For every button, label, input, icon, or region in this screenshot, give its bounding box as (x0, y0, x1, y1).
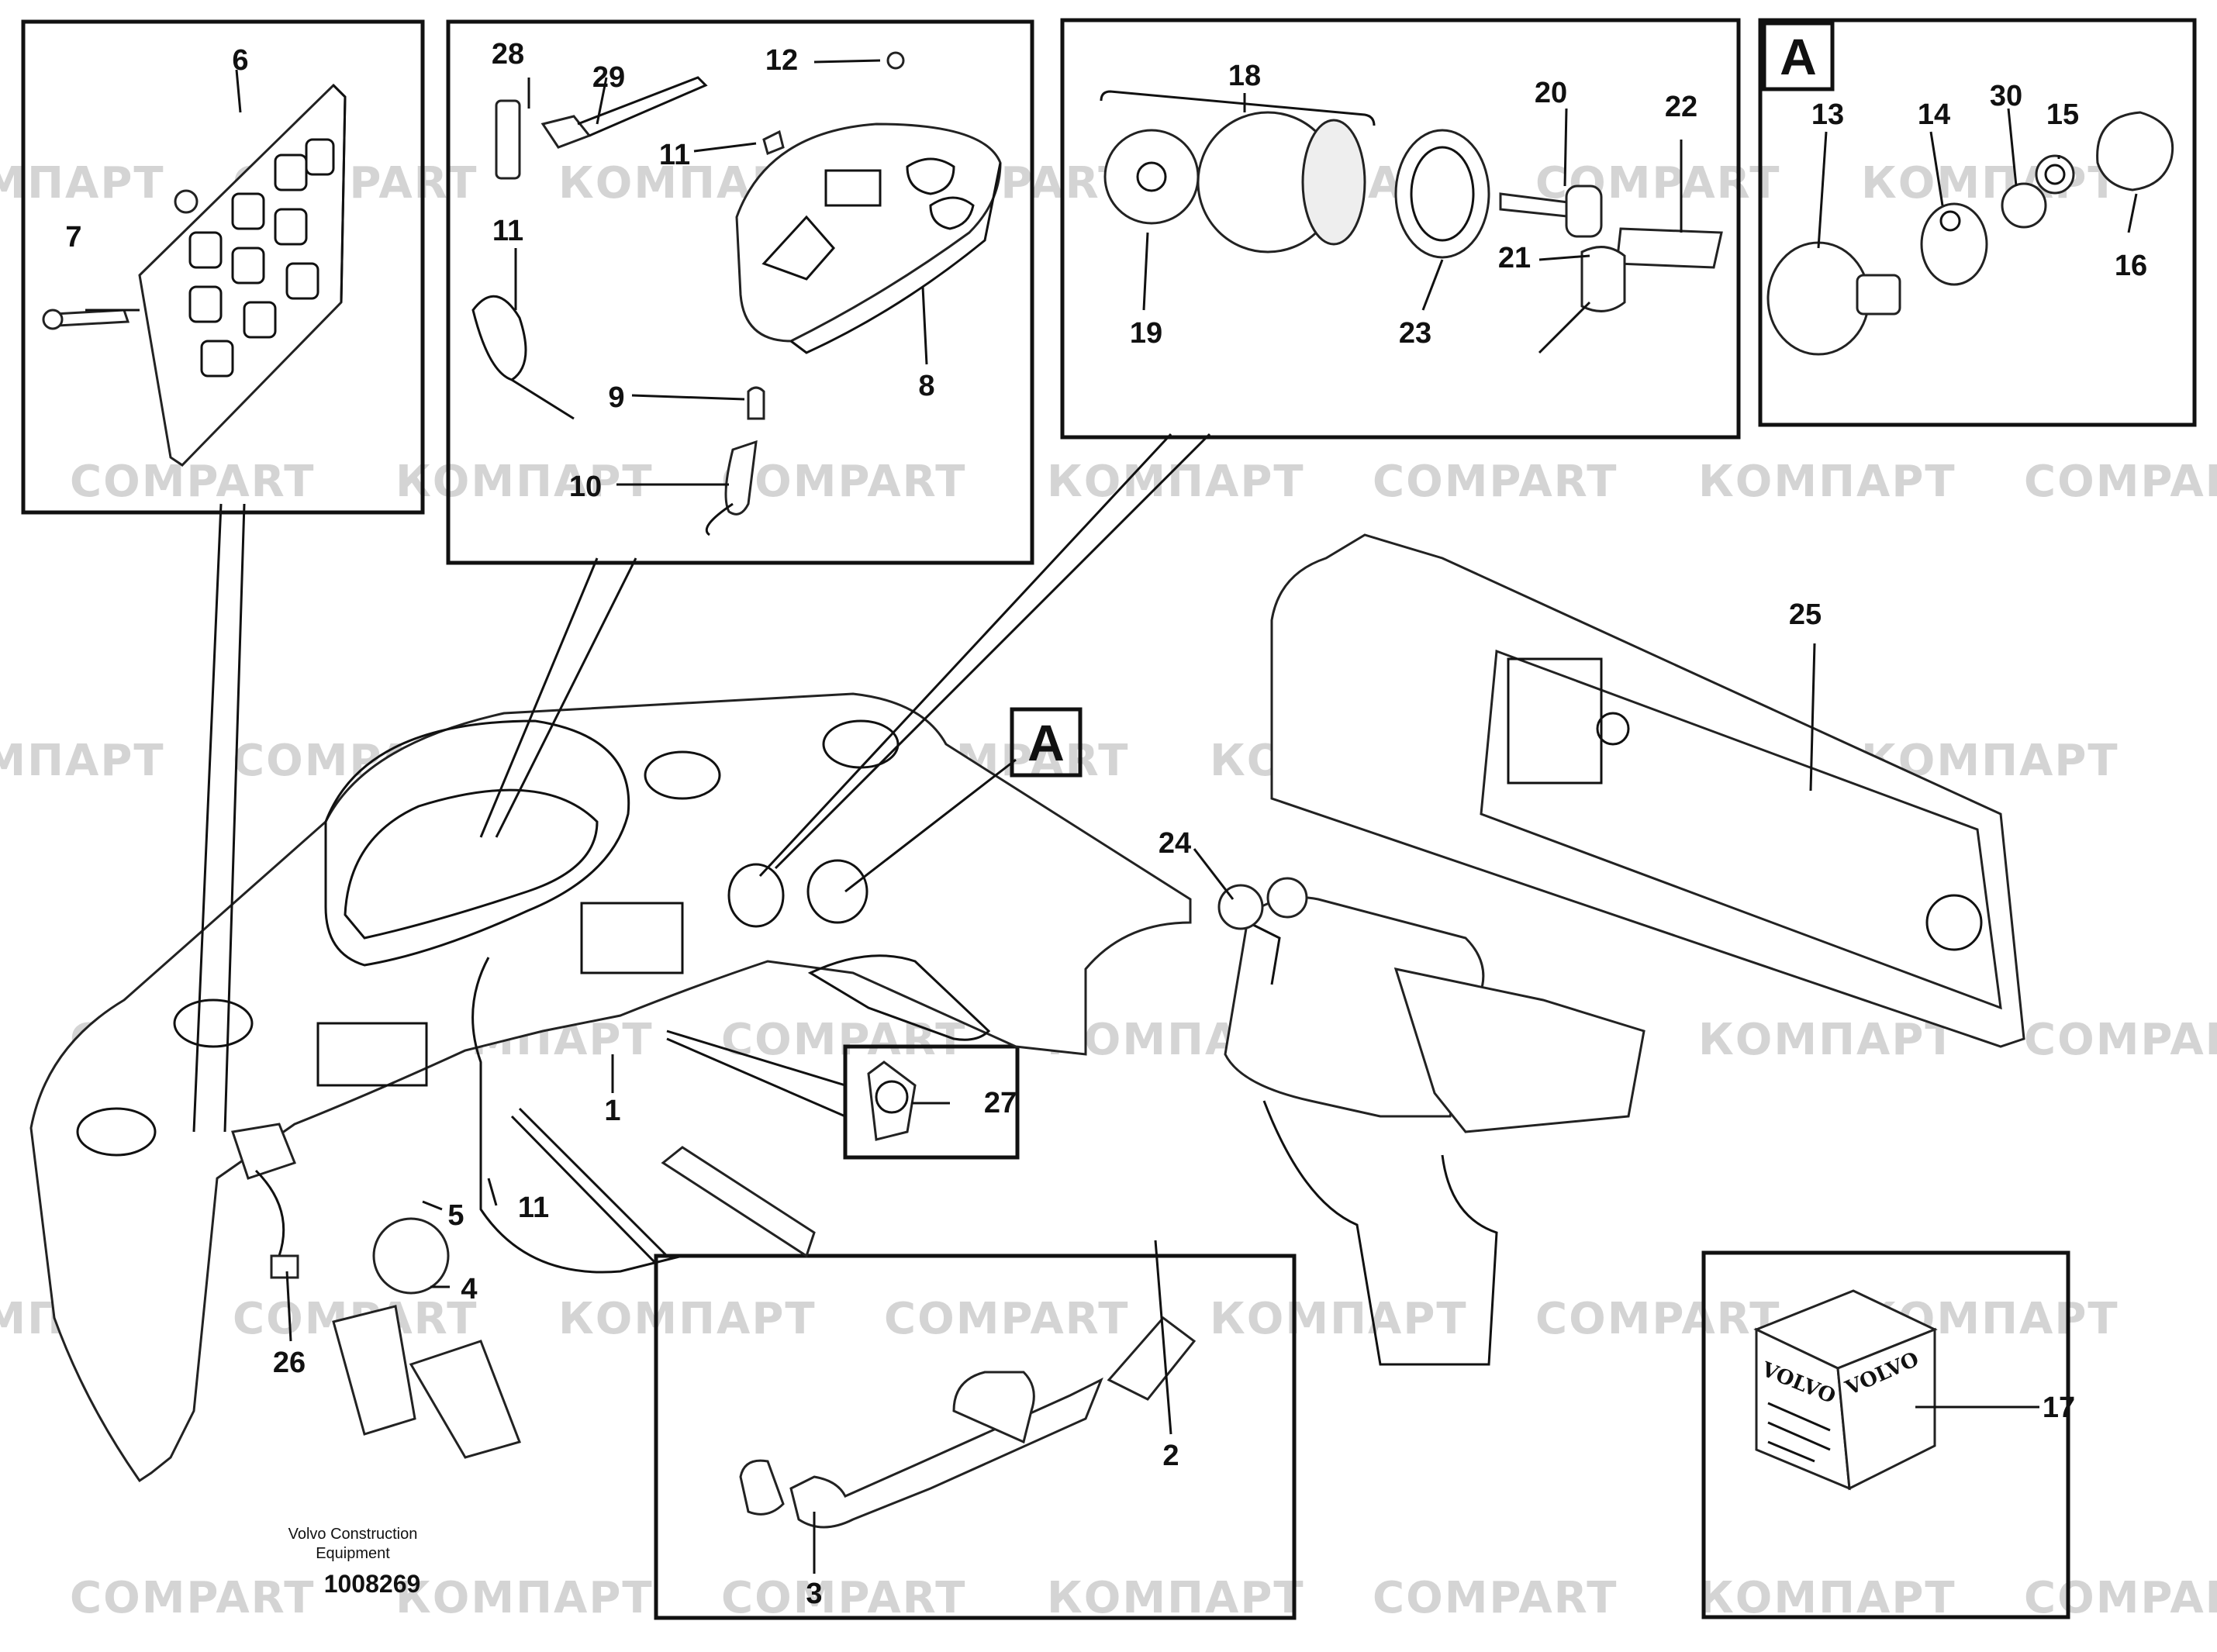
watermark-text: КОМПАРТ (1698, 1573, 1956, 1623)
callout-4: 4 (461, 1273, 477, 1305)
callout-13: 12 (765, 44, 798, 77)
callout-25: 24 (1159, 827, 1191, 860)
callout-17: 16 (2115, 250, 2147, 282)
ignition-illustration (1100, 90, 1723, 354)
callout-19: 18 (1228, 60, 1261, 92)
watermark-text: COMPART (1373, 1573, 1618, 1623)
watermark-text: COMPART (70, 1573, 315, 1623)
watermark-text: КОМПАРТ (395, 1573, 654, 1623)
callout-29: 28 (492, 38, 524, 71)
callout-11-top: 11 (492, 215, 523, 247)
multifunction-switch-illustration (739, 1316, 1197, 1529)
watermark-text: КОМПАРТ (1861, 158, 2119, 209)
callout-18: 17 (2043, 1392, 2075, 1424)
box-a-letter: A (1780, 28, 1817, 85)
watermark-text: COMPART (2024, 457, 2217, 507)
callout-1: 1 (604, 1095, 620, 1127)
callout-7: 7 (65, 221, 81, 253)
watermark-text: КОМПАРТ (0, 736, 165, 786)
callout-22: 21 (1498, 242, 1531, 274)
main-a-letter-frame (1010, 707, 1083, 778)
callout-26: 25 (1789, 598, 1822, 631)
callout-2: 2 (1162, 1440, 1179, 1472)
watermark-text: КОМПАРТ (395, 457, 654, 507)
callout-23: 22 (1665, 91, 1697, 123)
watermark-text: COMPART (721, 1573, 966, 1623)
watermark-text: КОМПАРТ (1210, 1294, 1468, 1344)
watermark-text: КОМПАРТ (1047, 1573, 1305, 1623)
callout-labels: 6 7 28 29 12 11 11 8 9 10 18 19 20 21 22… (65, 38, 2147, 1610)
callout-12: 11 (659, 139, 690, 171)
detail-box-package (1701, 1250, 2070, 1619)
leader-lines (85, 59, 2138, 1574)
footer-caption-line2: Equipment (316, 1545, 390, 1562)
instrument-cluster-illustration (471, 51, 1002, 536)
detail-box-switch-panel (21, 19, 425, 515)
watermark-text: COMPART (884, 1294, 1129, 1344)
callout-11-bottom: 11 (518, 1192, 549, 1224)
dashboard-illustration (29, 692, 1192, 1483)
detail-box-multifunction-switch (654, 1254, 1297, 1620)
watermark-text: КОМПАРТ (1698, 457, 1956, 507)
callout-14: 13 (1811, 98, 1844, 131)
watermark-text: COMPART (721, 1015, 966, 1065)
footer-caption-line1: Volvo Construction (288, 1526, 418, 1543)
rotary-switch-illustration (1766, 111, 2174, 356)
watermark-text: COMPART (2024, 1015, 2217, 1065)
watermark-text: КОМПАРТ (558, 1294, 817, 1344)
watermark-text: COMPART (1535, 1294, 1780, 1344)
callout-27: 26 (273, 1347, 306, 1379)
callout-21: 20 (1535, 77, 1567, 109)
callout-3: 3 (806, 1578, 822, 1610)
package-illustration: VOLVO VOLVO (1753, 1289, 1938, 1491)
callout-6: 6 (232, 44, 248, 77)
callout-24: 23 (1399, 317, 1431, 350)
watermark-text: КОМПАРТ (1698, 1015, 1956, 1065)
callout-8: 8 (918, 370, 934, 402)
callout-28: 27 (984, 1087, 1017, 1119)
detail-box-ignition (1060, 18, 1741, 440)
watermark-text: COMPART (721, 457, 966, 507)
watermark-text: COMPART (2024, 1573, 2217, 1623)
watermark-text: COMPART (1373, 457, 1618, 507)
callout-10: 10 (569, 471, 602, 503)
detail-box-connector (843, 1044, 1020, 1160)
callout-30: 29 (592, 61, 625, 94)
detail-box-instrument-cluster (446, 19, 1034, 565)
box-a-letter-frame (1762, 21, 1835, 91)
main-a-letter: A (1027, 714, 1065, 771)
switch-panel-illustration (42, 83, 347, 467)
callout-20: 19 (1130, 317, 1162, 350)
callout-9: 9 (608, 381, 624, 414)
watermark-text: КОМПАРТ (0, 158, 165, 209)
callout-16: 15 (2046, 98, 2079, 131)
callout-5: 5 (447, 1199, 464, 1232)
detail-box-a (1758, 18, 2197, 427)
footer-doc-number: 1008269 (324, 1570, 421, 1598)
watermark-text: КОМПАРТ (1047, 457, 1305, 507)
watermark-text: COMPART (70, 457, 315, 507)
callout-31: 30 (1990, 80, 2022, 112)
callout-15: 14 (1918, 98, 1950, 131)
cab-panel-illustration (1217, 533, 2025, 1366)
